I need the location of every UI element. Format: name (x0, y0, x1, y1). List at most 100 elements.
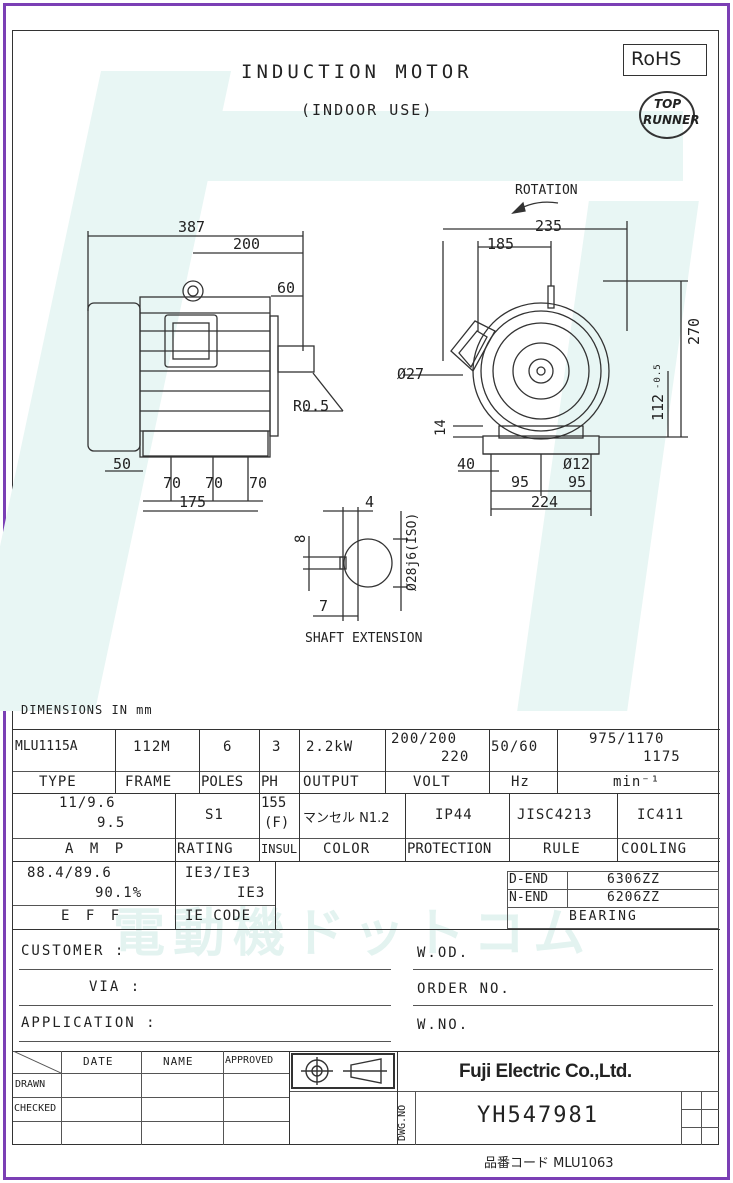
label-rating: RATING (177, 841, 234, 857)
label-min: min⁻¹ (613, 774, 661, 790)
spec-rule: JISC4213 (517, 807, 593, 823)
spec-color: マンセル N1.2 (303, 811, 390, 826)
dim-phi12: Ø12 (563, 455, 591, 473)
col-divider (299, 793, 300, 861)
page-title: INDUCTION MOTOR (241, 61, 473, 83)
spec-poles: 6 (223, 739, 233, 755)
label-amp: A M P (65, 841, 128, 857)
via-line (19, 1005, 391, 1006)
application-line (19, 1041, 391, 1042)
bearing-label: BEARING (569, 909, 638, 924)
spec-amp-1: 11/9.6 (59, 795, 116, 811)
spec-insul-1: 155 (261, 795, 287, 811)
top-runner-text: RUNNER (643, 113, 700, 127)
dim-8: 8 (293, 534, 309, 543)
drawing-sheet: 電動機ドットコム INDUCTION MOTOR (INDOOR USE) Ro… (0, 30, 720, 1145)
col-divider (275, 861, 276, 929)
col-divider (557, 729, 558, 793)
title-block-divider (141, 1051, 142, 1145)
label-insul: INSUL (261, 842, 298, 856)
dim-224: 224 (531, 493, 559, 511)
label-frame: FRAME (125, 774, 173, 790)
order-no-line (413, 1005, 713, 1006)
bearing-box (507, 871, 719, 929)
w-no-label: W.NO. (417, 1017, 470, 1033)
table-border (13, 793, 720, 794)
watermark-shape (183, 111, 683, 181)
dim-112: 112 (649, 393, 667, 421)
spec-volt-2: 220 (441, 749, 470, 765)
dim-14: 14 (433, 419, 449, 436)
spec-min-2: 1175 (643, 749, 681, 765)
dim-270: 270 (685, 317, 703, 345)
label-eff: E F F (61, 908, 124, 924)
shaft-view (303, 507, 408, 621)
title-block-divider (61, 1051, 62, 1145)
dim-70a: 70 (163, 474, 182, 492)
title-block-divider (397, 1051, 398, 1145)
bearing-d-end-value: 6306ZZ (607, 872, 660, 887)
motor-drawing (87, 201, 688, 621)
spec-ie-1: IE3/IE3 (185, 865, 252, 881)
col-divider (509, 793, 510, 861)
dim-175: 175 (179, 493, 207, 511)
title-block-divider (13, 1121, 289, 1122)
spec-ph: 3 (272, 739, 282, 755)
spec-hz: 50/60 (491, 739, 539, 755)
bearing-divider (567, 871, 568, 907)
dimensions-note: DIMENSIONS IN mm (21, 703, 153, 717)
page-subtitle: (INDOOR USE) (301, 101, 434, 119)
customer-line (19, 969, 391, 970)
w-od-label: W.OD. (417, 945, 470, 961)
order-no-label: ORDER NO. (417, 981, 511, 997)
dim-70b: 70 (205, 474, 224, 492)
dim-112-tolerance: -0.5 (653, 363, 663, 389)
col-divider (489, 729, 490, 793)
dim-60: 60 (277, 279, 296, 297)
spec-type: MLU1115A (15, 739, 78, 754)
via-label: VIA : (89, 979, 142, 995)
dim-50: 50 (113, 455, 132, 473)
col-divider (405, 793, 406, 861)
title-block-divider (289, 1051, 290, 1145)
bearing-n-end-label: N-END (509, 890, 549, 905)
third-angle-projection-icon (301, 1057, 387, 1085)
col-divider (385, 729, 386, 793)
dim-235: 235 (535, 217, 563, 235)
dim-95b: 95 (568, 473, 587, 491)
shaft-extension-label: SHAFT EXTENSION (305, 631, 423, 646)
label-output: OUTPUT (303, 774, 360, 790)
customer-label: CUSTOMER : (21, 943, 126, 959)
bearing-d-end-label: D-END (509, 872, 549, 887)
title-block-divider (13, 1073, 289, 1074)
label-approved: APPROVED (225, 1055, 274, 1066)
label-ie-code: IE CODE (185, 908, 252, 924)
col-divider (175, 861, 176, 929)
application-label: APPLICATION : (21, 1015, 157, 1031)
spec-output: 2.2kW (306, 739, 354, 755)
col-divider (617, 793, 618, 861)
label-color: COLOR (323, 841, 371, 857)
title-block-divider (701, 1091, 702, 1145)
label-checked: CHECKED (14, 1103, 57, 1114)
spec-amp-2: 9.5 (97, 815, 126, 831)
table-divider (13, 838, 720, 839)
title-block-divider (223, 1051, 224, 1145)
spec-min-1: 975/1170 (589, 731, 665, 747)
dim-40: 40 (457, 455, 476, 473)
drawing-number: YH547981 (477, 1103, 599, 1128)
spec-protection: IP44 (435, 807, 473, 823)
bearing-divider (507, 889, 719, 890)
label-protection: PROTECTION (407, 841, 492, 857)
dim-phi27: Ø27 (397, 365, 425, 383)
rohs-label: RoHS (631, 48, 682, 70)
dim-200: 200 (233, 235, 261, 253)
dim-95a: 95 (511, 473, 530, 491)
col-divider (259, 729, 260, 793)
bearing-divider (507, 907, 719, 908)
title-block-diagonal (13, 1051, 61, 1073)
dim-7: 7 (319, 597, 329, 615)
spec-eff-2: 90.1% (95, 885, 143, 901)
side-view (87, 231, 344, 512)
table-border (13, 729, 720, 730)
